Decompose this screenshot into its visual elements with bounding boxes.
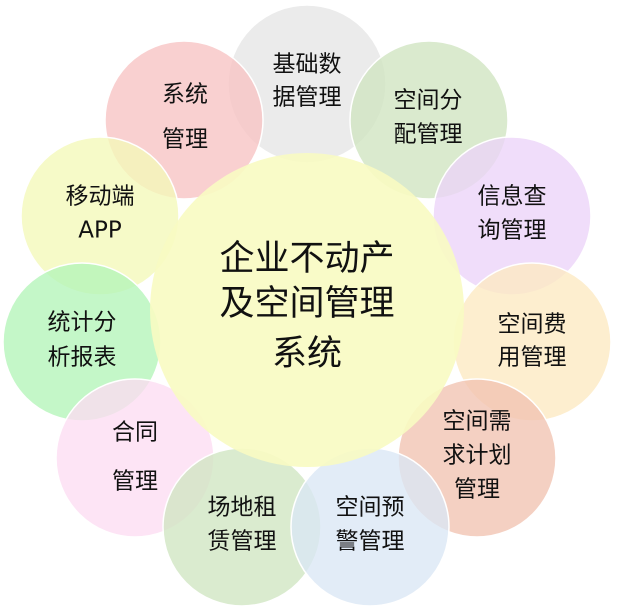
module-label-line: 用管理 <box>498 345 567 371</box>
center-circle <box>150 153 464 467</box>
module-label-line: 统计分 <box>48 310 117 336</box>
module-label-line: 管理 <box>454 477 500 503</box>
module-circles <box>2 4 612 607</box>
module-label-line: 基础数 <box>273 52 342 78</box>
module-label-line: 空间需 <box>443 409 512 435</box>
module-label-line: 管理 <box>162 127 208 153</box>
module-circle-space-warning[interactable] <box>290 447 450 607</box>
module-label-line: 空间分 <box>394 88 463 114</box>
center-title-line: 系统 <box>272 334 342 374</box>
module-label-line: APP <box>78 218 122 244</box>
module-label-line: 赁管理 <box>208 529 277 555</box>
module-label-line: 警管理 <box>336 529 405 555</box>
center-title-line: 及空间管理 <box>219 284 394 324</box>
module-label-line: 析报表 <box>48 345 117 371</box>
module-label-line: 信息查 <box>478 184 547 210</box>
module-label-line: 场地租 <box>208 495 277 521</box>
module-label-line: 空间预 <box>336 495 405 521</box>
module-label-line: 移动端 <box>66 184 135 210</box>
module-label-line: 系统 <box>162 82 208 108</box>
module-label-line: 求计划 <box>443 443 512 469</box>
module-label-mobile-app: 移动端 APP <box>66 184 135 244</box>
module-label-line: 询管理 <box>478 218 547 244</box>
module-label-line: 据管理 <box>273 85 342 111</box>
module-label-line: 配管理 <box>394 122 463 148</box>
module-label-line: 空间费 <box>498 312 567 338</box>
module-label-line: 合同 <box>112 420 158 446</box>
center-title-line: 企业不动产 <box>219 239 394 279</box>
module-label-line: 管理 <box>112 469 158 495</box>
